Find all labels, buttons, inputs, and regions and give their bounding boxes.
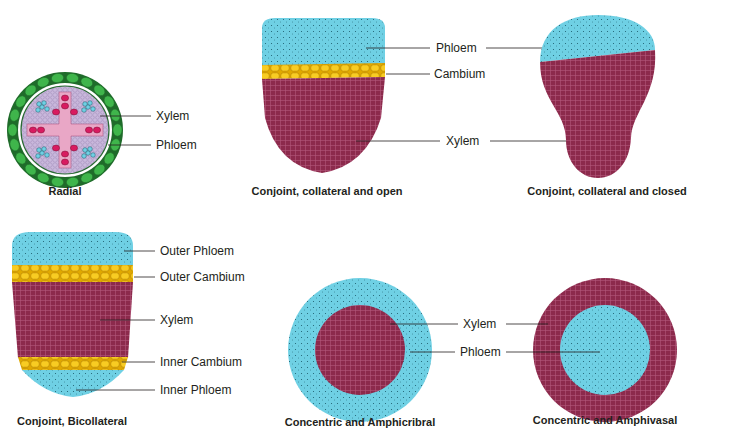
- cortex-cell: [113, 124, 122, 136]
- phloem-cell: [45, 153, 50, 158]
- part-label: Inner Cambium: [160, 355, 242, 369]
- phloem-core: [560, 305, 650, 395]
- radial-bundle: [7, 72, 123, 188]
- radial-epidermis: [7, 72, 123, 188]
- bicollateral-bundle: [12, 232, 133, 397]
- radial-xylem-cross: [27, 92, 103, 168]
- xylem-cell: [70, 145, 77, 151]
- xylem-region: [540, 50, 655, 178]
- phloem-cell: [88, 147, 93, 152]
- leader-line: [356, 141, 440, 142]
- xylem-region: [262, 77, 385, 173]
- xylem-cell: [61, 103, 68, 109]
- xylem-cell: [52, 109, 59, 115]
- phloem-cell: [42, 101, 47, 106]
- part-label: Outer Cambium: [160, 270, 245, 284]
- phloem-cell: [88, 101, 93, 106]
- outer-phloem-region: [12, 232, 133, 266]
- collateral-closed-bundle: [540, 15, 655, 178]
- figure-caption: Radial: [48, 184, 81, 198]
- outer-cambium-band: [12, 265, 133, 282]
- cortex-cell: [8, 124, 17, 136]
- part-label: Cambium: [434, 67, 485, 81]
- leader-line: [108, 145, 151, 146]
- part-label: Phloem: [156, 138, 197, 152]
- part-label: Phloem: [436, 41, 477, 55]
- phloem-cell: [82, 154, 87, 159]
- xylem-cell: [61, 95, 68, 101]
- xylem-cell: [37, 127, 44, 133]
- amphivasal-bundle: [533, 278, 677, 422]
- leader-line: [390, 324, 458, 325]
- phloem-cell: [36, 108, 41, 113]
- leader-line: [134, 277, 155, 278]
- cortex-cell: [8, 138, 20, 152]
- phloem-cell: [82, 108, 87, 113]
- cortex-cell: [66, 73, 80, 84]
- cortex-cell: [51, 73, 65, 84]
- leader-line: [366, 48, 430, 49]
- radial-cortex-cells: [8, 73, 122, 188]
- inner-cambium-band: [18, 357, 128, 370]
- xylem-cell: [93, 127, 100, 133]
- figure-caption: Conjoint, collateral and closed: [527, 184, 687, 198]
- figure-caption: Conjoint, Bicollateral: [17, 414, 127, 428]
- leader-line: [506, 324, 548, 325]
- cambium-band: [262, 63, 385, 79]
- radial-xylem-cells: [29, 95, 100, 165]
- xylem-ring: [533, 278, 677, 422]
- xylem-cell: [85, 127, 92, 133]
- phloem-cell: [83, 102, 88, 107]
- radial-phloem-cells: [36, 101, 96, 159]
- cortex-cell: [8, 108, 20, 122]
- phloem-cell: [91, 107, 96, 112]
- part-label: Phloem: [460, 345, 501, 359]
- phloem-region: [262, 18, 385, 65]
- radial-gap: [18, 83, 112, 177]
- amphicribral-bundle: [288, 278, 432, 422]
- phloem-cell: [37, 148, 42, 153]
- leader-line: [410, 352, 455, 353]
- leader-line: [100, 116, 151, 117]
- cortex-cell: [109, 108, 121, 122]
- figure-caption: Conjoint, collateral and open: [252, 184, 403, 198]
- leader-line: [506, 352, 600, 353]
- figure-caption: Concentric and Amphivasal: [533, 413, 677, 427]
- xylem-core: [315, 305, 405, 395]
- leader-line: [490, 141, 576, 142]
- figure-caption: Concentric and Amphicribral: [285, 415, 436, 429]
- xylem-cell: [61, 159, 68, 165]
- part-label: Xylem: [160, 313, 193, 327]
- phloem-cell: [45, 107, 50, 112]
- collateral-open-bundle: [262, 18, 385, 173]
- leader-line: [124, 251, 155, 252]
- xylem-cell: [61, 151, 68, 157]
- phloem-cell: [42, 147, 47, 152]
- part-label: Inner Phloem: [160, 383, 231, 397]
- phloem-cell: [37, 102, 42, 107]
- part-label: Outer Phloem: [160, 244, 234, 258]
- phloem-cell: [91, 153, 96, 158]
- leader-line: [76, 390, 155, 391]
- radial-stele: [21, 86, 109, 174]
- xylem-cell: [29, 127, 36, 133]
- part-label: Xylem: [446, 134, 479, 148]
- phloem-ring: [288, 278, 432, 422]
- phloem-cell: [36, 154, 41, 159]
- inner-phloem-region: [22, 370, 124, 397]
- part-label: Xylem: [156, 109, 189, 123]
- leader-line: [506, 324, 548, 325]
- leader-line: [122, 362, 155, 363]
- phloem-cell: [83, 148, 88, 153]
- leader-line: [386, 74, 430, 75]
- xylem-cell: [52, 145, 59, 151]
- xylem-cell: [70, 109, 77, 115]
- leader-line: [100, 320, 155, 321]
- part-label: Xylem: [463, 317, 496, 331]
